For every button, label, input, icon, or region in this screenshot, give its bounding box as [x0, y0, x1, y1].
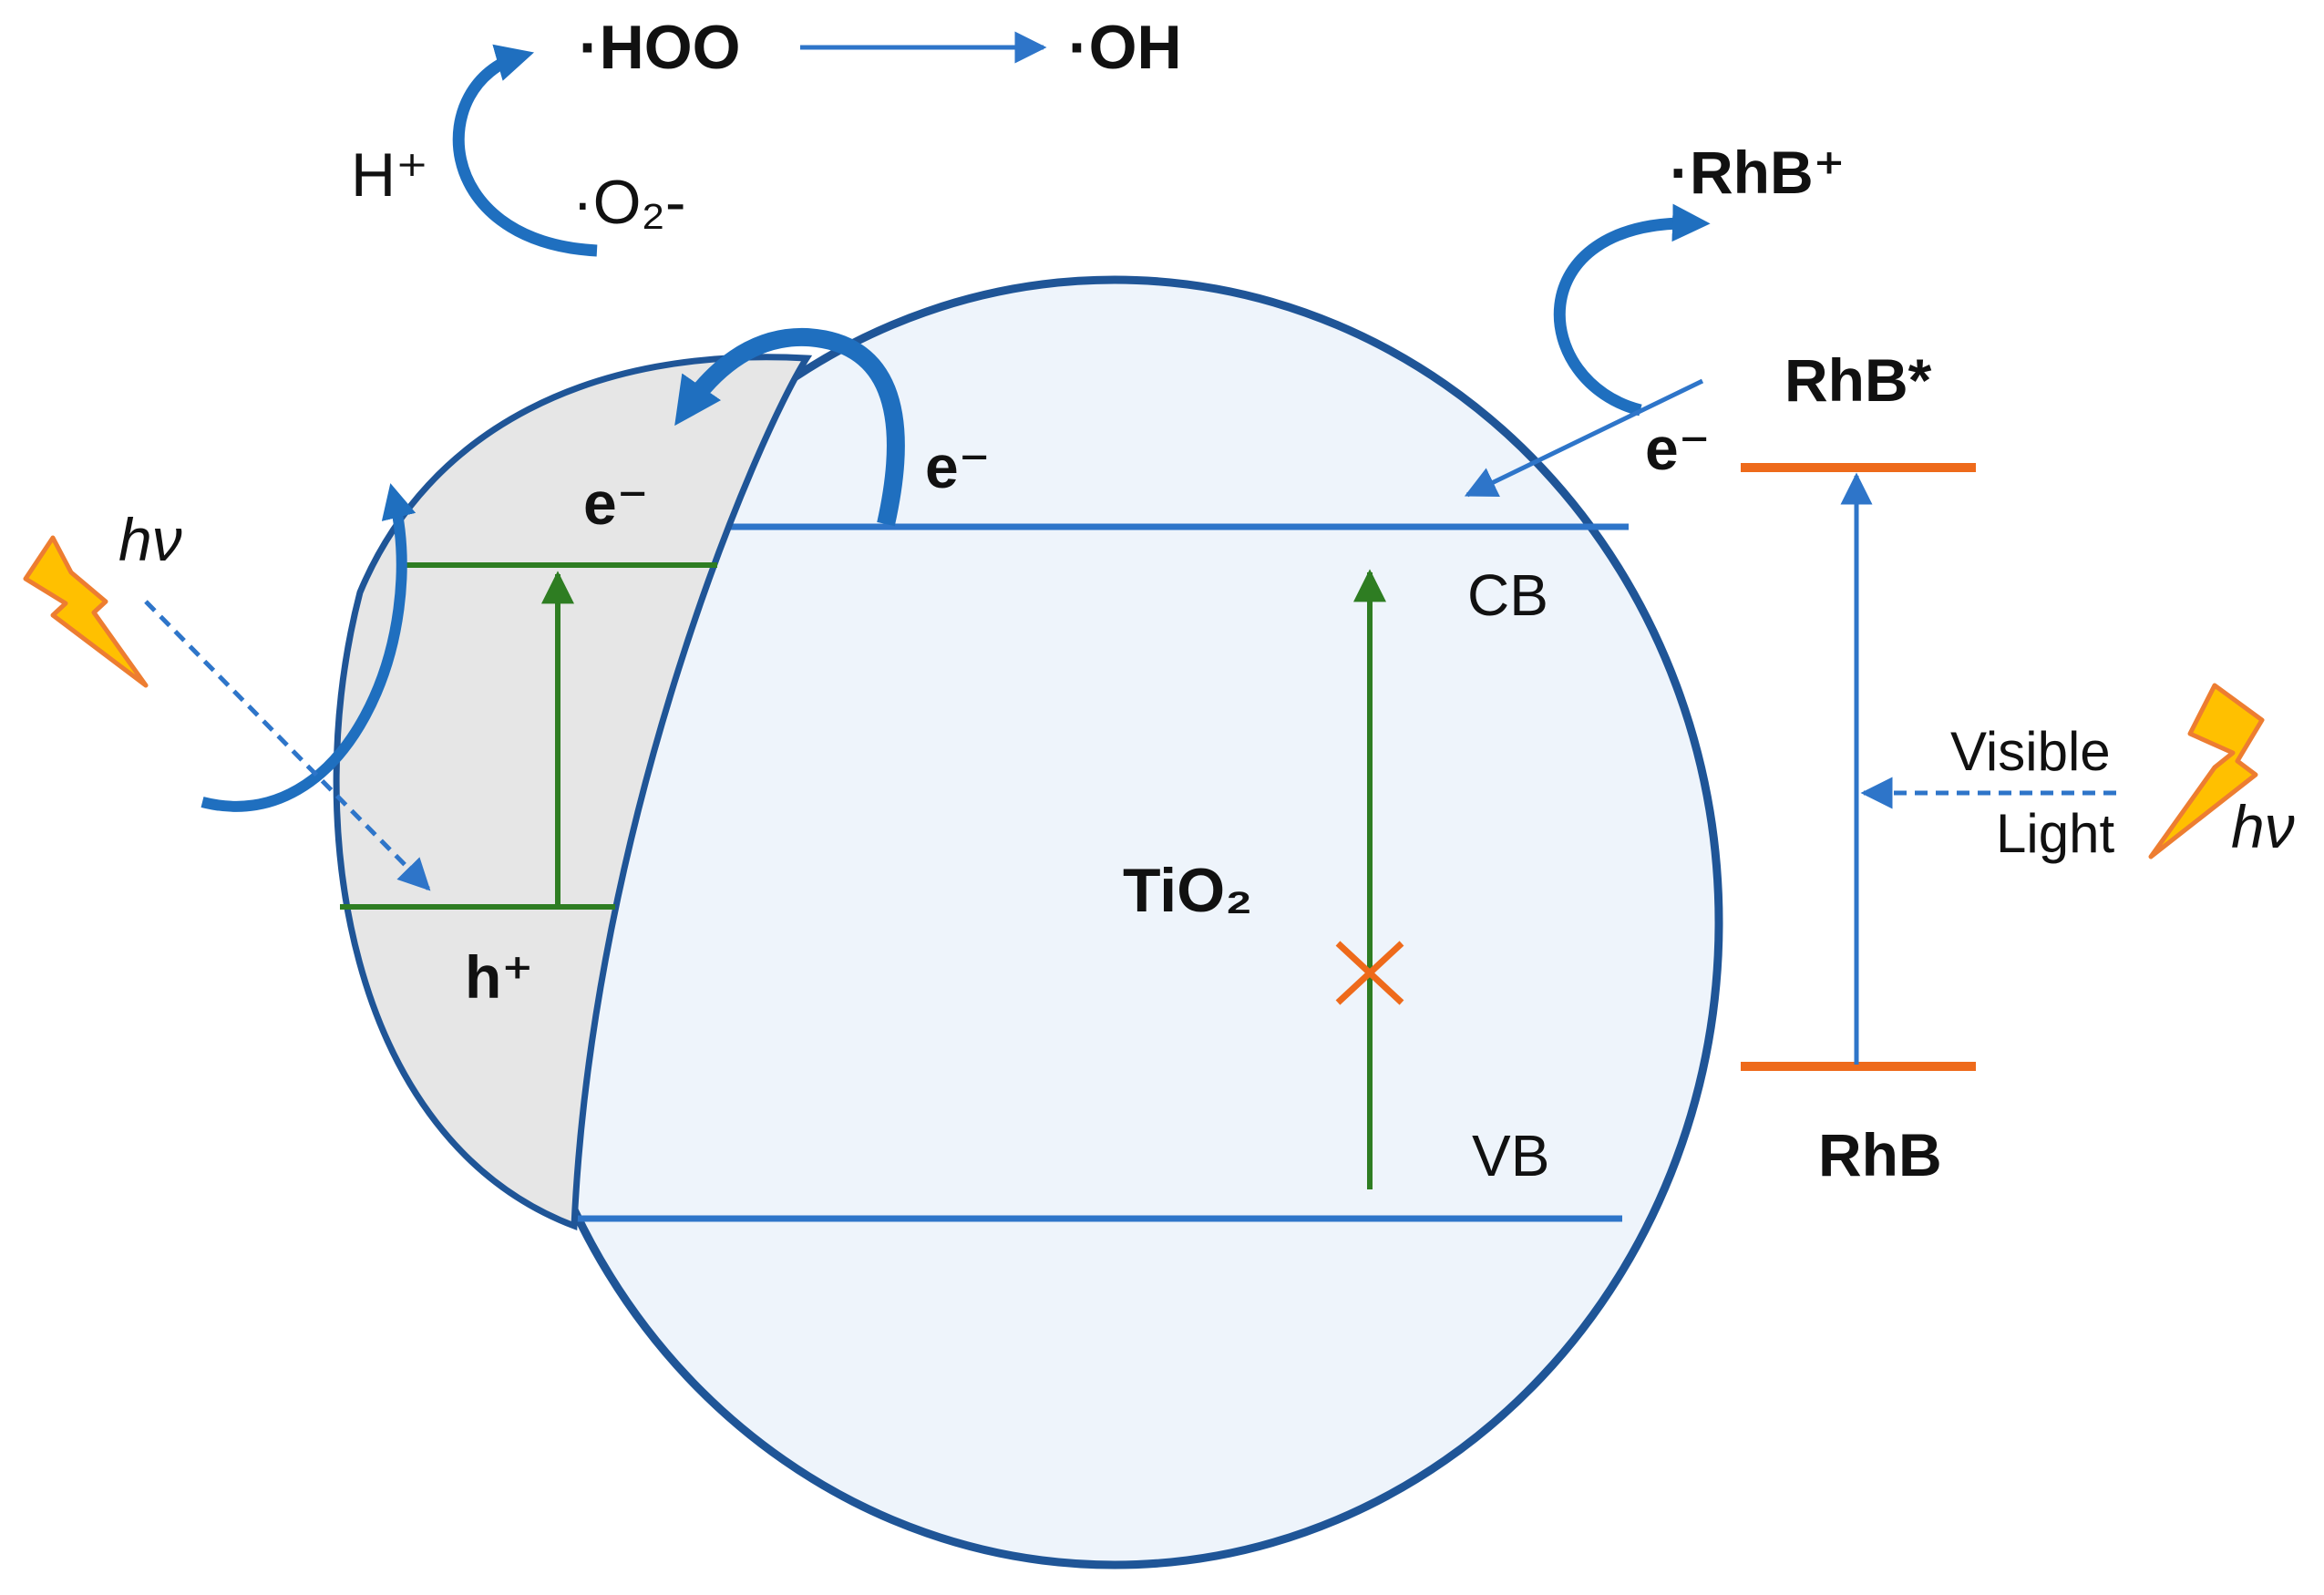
visible-label: Visible — [1950, 721, 2111, 782]
hv-right-label: hν — [2231, 793, 2295, 860]
electron-rhb-label: e⁻ — [1645, 415, 1711, 482]
cap-curve-arrow — [201, 483, 416, 812]
hv-left-label: hν — [118, 506, 182, 573]
x-mark-icon — [1335, 941, 1404, 1005]
semiconductor-cap — [333, 354, 813, 1230]
h-plus-label: H⁺ — [351, 140, 428, 210]
oh-label: ·OH — [1068, 13, 1182, 82]
rhb-excited-label: RhB* — [1784, 346, 1932, 414]
electron-transfer-label: e⁻ — [925, 433, 991, 500]
vb-label: VB — [1472, 1123, 1549, 1189]
superoxide-curve-arrow — [452, 44, 598, 257]
lightning-bolt-icon — [23, 535, 149, 688]
hoo-label: ·HOO — [579, 13, 741, 82]
tio2-label: TiO₂ — [1123, 856, 1252, 925]
electron-transfer-curve-arrow — [674, 327, 905, 527]
rhb-oxidation-curve-arrow — [1553, 203, 1711, 417]
light-label: Light — [1996, 803, 2114, 864]
cb-label: CB — [1467, 562, 1548, 628]
lightning-bolt-icon — [2148, 683, 2265, 859]
rhb-ground-label: RhB — [1818, 1121, 1942, 1189]
electron-injection-arrow — [1464, 378, 1704, 498]
rhb-radical-label: ·RhB⁺ — [1670, 139, 1845, 206]
cap-electron-label: e⁻ — [583, 469, 649, 537]
cap-hole-label: h⁺ — [465, 943, 533, 1011]
superoxide-label: ·O₂- — [572, 168, 686, 237]
uv-light-arrow — [144, 600, 431, 891]
